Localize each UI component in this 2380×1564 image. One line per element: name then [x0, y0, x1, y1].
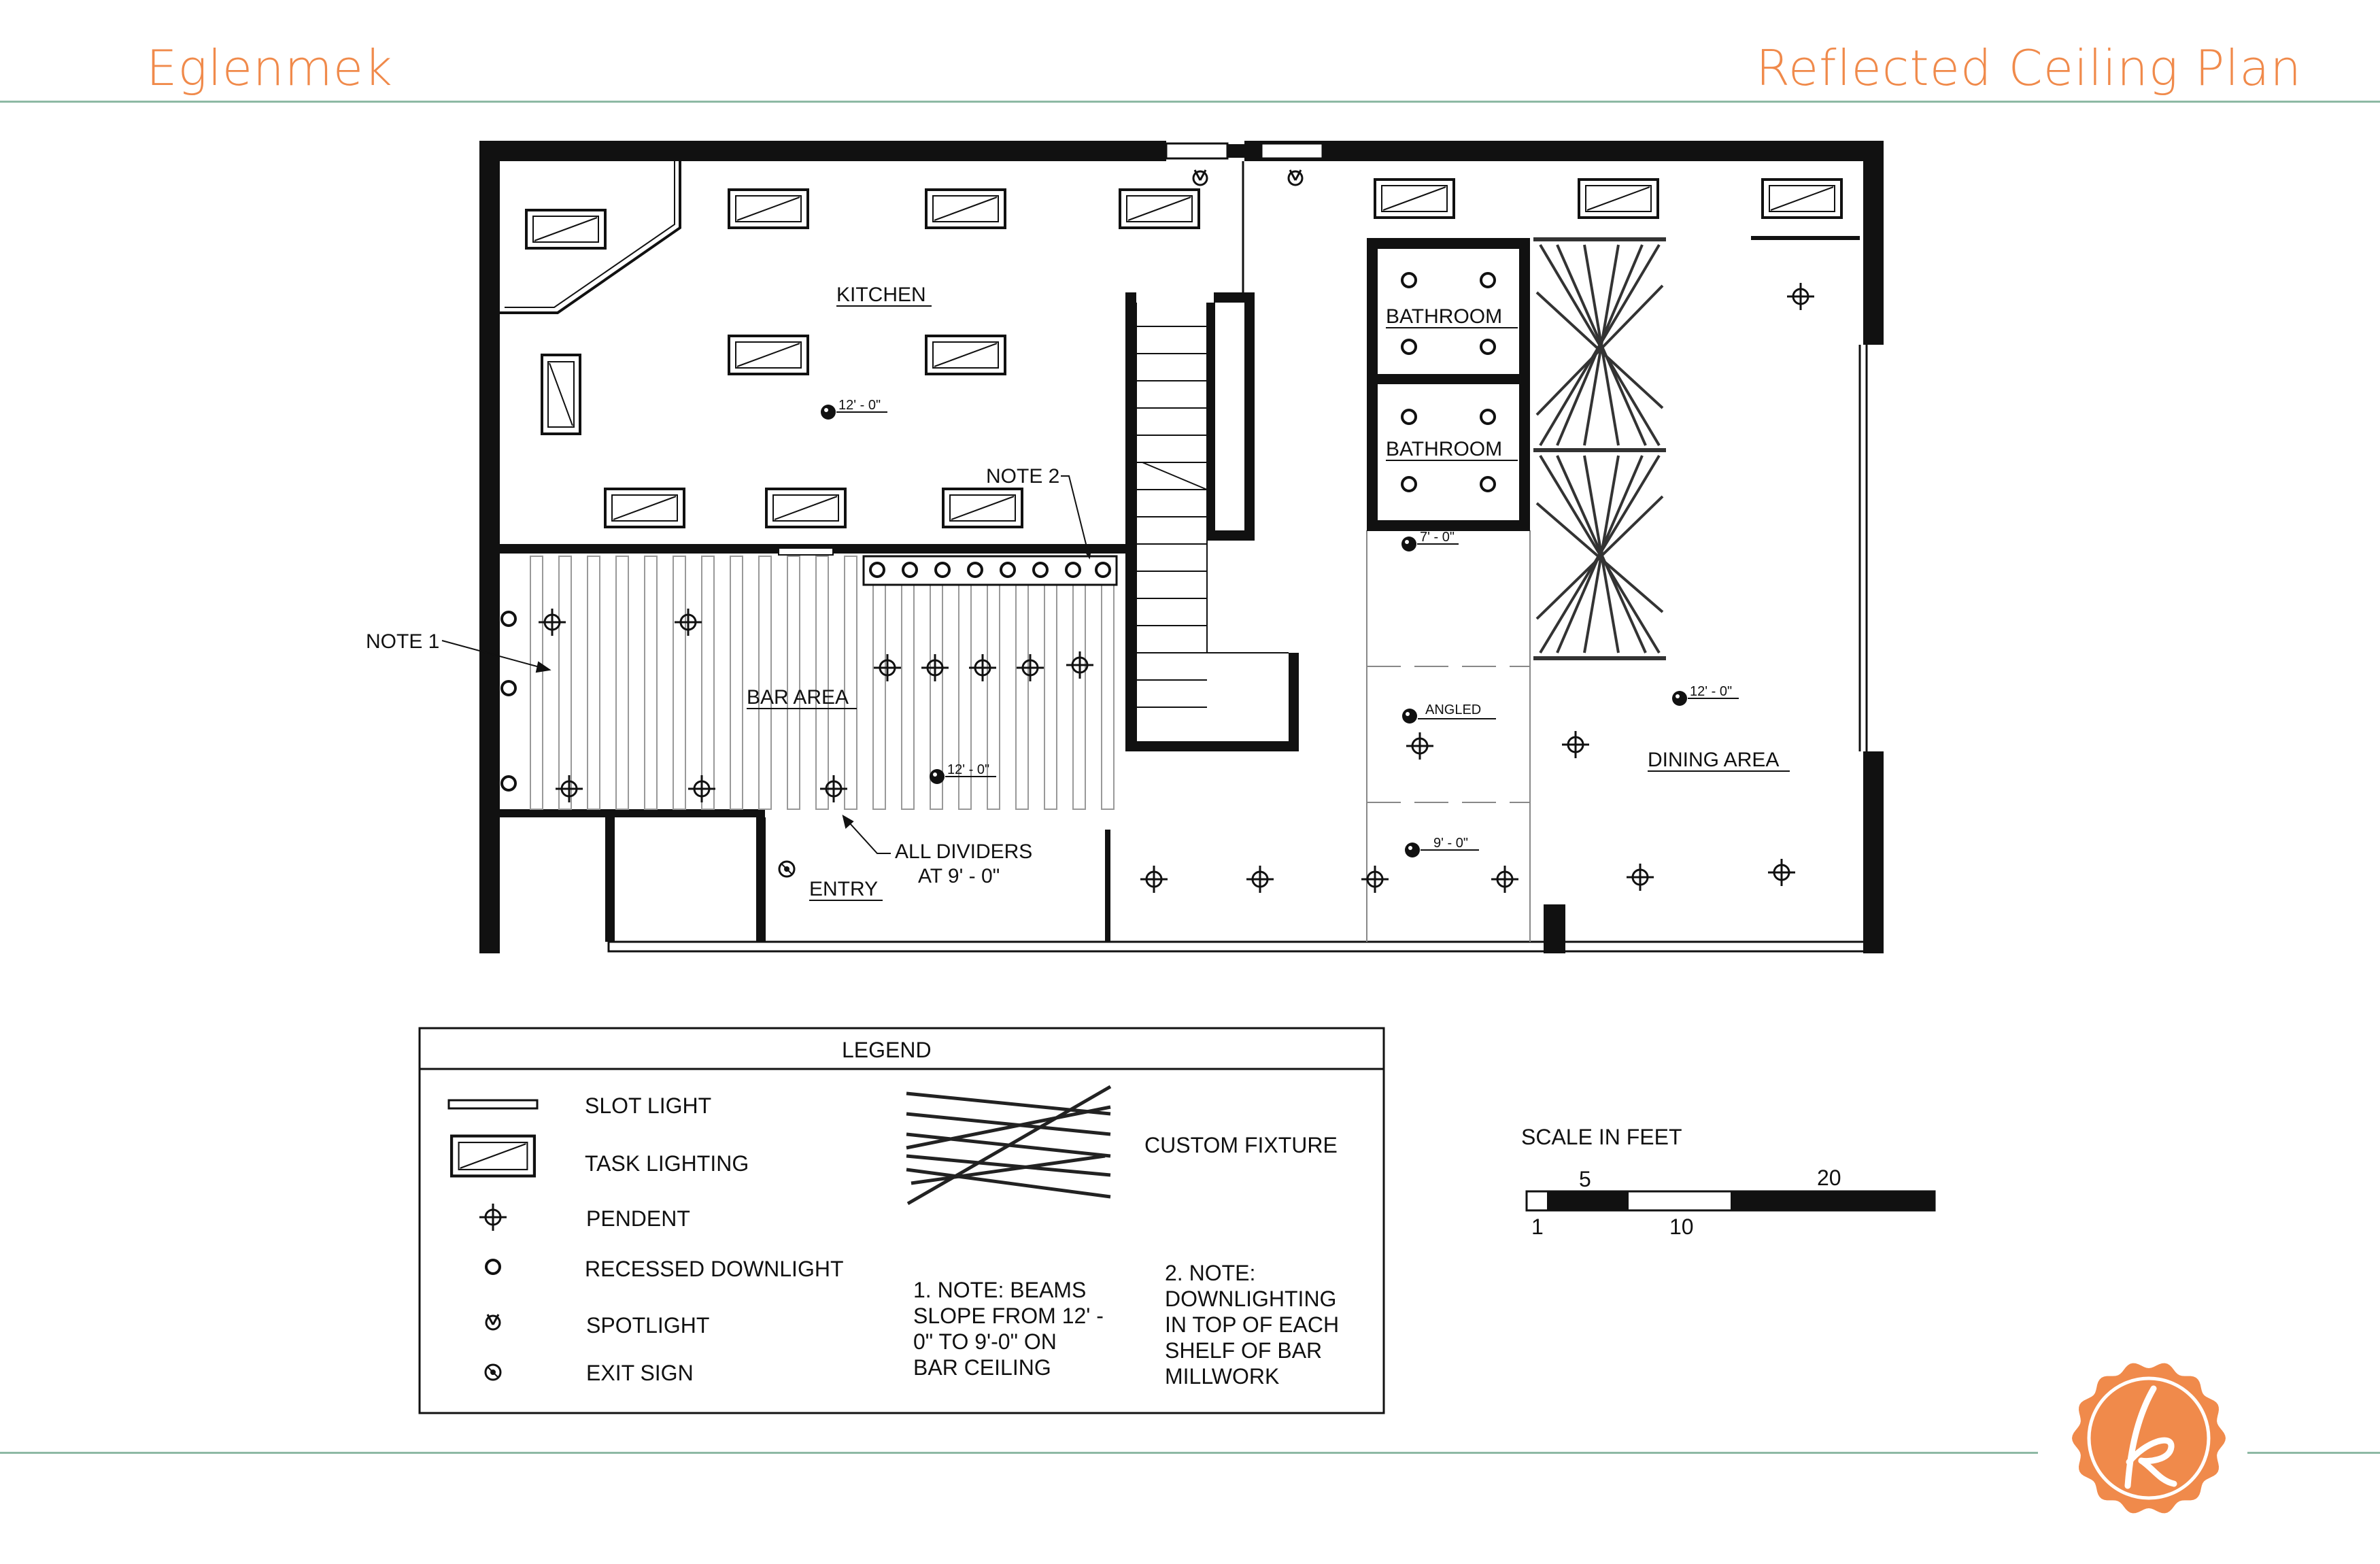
legend-slot-light: SLOT LIGHT	[585, 1093, 711, 1118]
dining-ceiling-height: 12' - 0"	[1690, 684, 1732, 699]
legend-spotlight: SPOTLIGHT	[586, 1313, 709, 1338]
exterior-walls	[479, 141, 1884, 953]
legend-note2-line3: IN TOP OF EACH	[1165, 1312, 1339, 1337]
interior-partitions	[500, 161, 1860, 942]
plan-annotations: NOTE 1 NOTE 2 ALL DIVIDERS AT 9' - 0" 12…	[366, 398, 1732, 887]
dividers-note-line2: AT 9' - 0"	[918, 865, 1000, 887]
exit-sign	[778, 860, 796, 878]
legend-note1-line4: BAR CEILING	[913, 1355, 1051, 1380]
legend-title: LEGEND	[842, 1038, 932, 1062]
scale-tick-5: 5	[1579, 1167, 1591, 1191]
custom-fixture-upper	[1533, 237, 1666, 452]
ceiling-height-markers	[821, 405, 1739, 857]
legend-exit-sign: EXIT SIGN	[586, 1361, 694, 1385]
window-openings	[1165, 142, 1324, 160]
bar-ceiling-beams	[530, 556, 1115, 810]
bar-millwork-shelf	[778, 547, 1118, 586]
storefront-glazing	[607, 345, 1868, 953]
sheet-title: Reflected Ceiling Plan	[1756, 39, 2302, 97]
footer-rule-right	[2247, 1452, 2380, 1454]
signature-k-seal-icon	[2072, 1363, 2226, 1514]
kitchen-label: KITCHEN	[836, 284, 926, 306]
legend-note2-line4: SHELF OF BAR	[1165, 1338, 1322, 1363]
lower-ceiling-height: 9' - 0"	[1433, 836, 1468, 851]
bathroom-2-label: BATHROOM	[1386, 438, 1502, 460]
scale-title: SCALE IN FEET	[1521, 1125, 1682, 1149]
legend-note2-line2: DOWNLIGHTING	[1165, 1287, 1336, 1311]
scale-bar: SCALE IN FEET 5 20 1 10	[1521, 1125, 1936, 1239]
legend-note1-line1: 1. NOTE: BEAMS	[913, 1278, 1086, 1302]
bar-ceiling-height: 12' - 0"	[947, 762, 989, 777]
scale-tick-20: 20	[1817, 1166, 1841, 1190]
legend-pendent: PENDENT	[586, 1206, 690, 1231]
legend-note1-line2: SLOPE FROM 12' -	[913, 1304, 1104, 1328]
corridor-ceiling-height: 7' - 0"	[1420, 530, 1455, 545]
project-title: Eglenmek	[146, 39, 393, 97]
legend-custom-fixture: CUSTOM FIXTURE	[1144, 1133, 1338, 1157]
dining-area-label: DINING AREA	[1648, 749, 1779, 771]
footer-rule-left	[0, 1452, 2038, 1454]
note-2-tag: NOTE 2	[986, 465, 1059, 488]
kitchen-ceiling-height: 12' - 0"	[838, 398, 881, 413]
bar-area-label: BAR AREA	[747, 686, 849, 709]
entry-label: ENTRY	[809, 878, 878, 900]
room-labels: KITCHEN BATHROOM BATHROOM BAR AREA ENTRY…	[747, 284, 1790, 901]
legend-box: LEGEND SLOT LIGHT TASK LIGHTING PENDENT …	[418, 1027, 1385, 1414]
angled-note: ANGLED	[1425, 702, 1481, 717]
custom-fixture-lower	[1533, 454, 1666, 660]
bathroom-1-label: BATHROOM	[1386, 305, 1502, 328]
custom-fixture-symbol-icon	[906, 1085, 1112, 1206]
slot-light-symbol-icon	[447, 1099, 539, 1110]
dividers-note-line1: ALL DIVIDERS	[895, 840, 1032, 863]
note-1-tag: NOTE 1	[366, 630, 439, 653]
task-lighting-symbol-icon	[450, 1134, 536, 1178]
legend-note1-line3: 0" TO 9'-0" ON	[913, 1329, 1057, 1354]
legend-task-lighting: TASK LIGHTING	[585, 1151, 749, 1176]
leader-lines	[441, 475, 1093, 854]
scale-tick-1: 1	[1531, 1214, 1544, 1239]
legend-note2-line5: MILLWORK	[1165, 1364, 1279, 1389]
scale-tick-10: 10	[1669, 1214, 1694, 1239]
header-rule	[0, 101, 2380, 103]
legend-note2-line1: 2. NOTE:	[1165, 1261, 1255, 1285]
spotlights	[1192, 169, 1304, 186]
stair-treads	[1136, 303, 1289, 741]
legend-recessed-downlight: RECESSED DOWNLIGHT	[585, 1257, 843, 1281]
